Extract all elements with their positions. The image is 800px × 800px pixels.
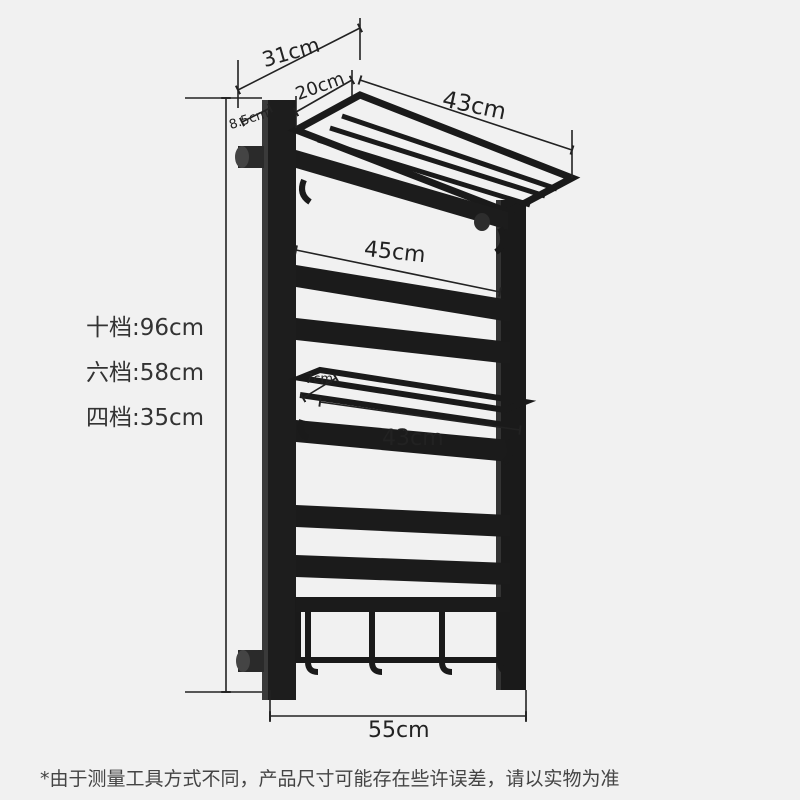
base-width-label: 55cm	[368, 718, 430, 743]
bottom-shelf	[295, 597, 511, 675]
footnote: *由于测量工具方式不同，产品尺寸可能存在些许误差，请以实物为准	[40, 768, 620, 790]
height-label-10: 十档:96cm	[86, 315, 205, 341]
height-label-4: 四档:35cm	[86, 405, 205, 431]
bottom-wall-mount	[236, 650, 264, 672]
rungs	[296, 265, 510, 585]
top-wall-mount	[235, 146, 264, 168]
rail-width-label: 43cm	[382, 426, 444, 451]
dimension-lines	[185, 18, 575, 722]
rail-depth-label: 7cm	[305, 372, 334, 387]
height-label-6: 六档:58cm	[86, 360, 205, 386]
top-shelf	[287, 91, 581, 255]
